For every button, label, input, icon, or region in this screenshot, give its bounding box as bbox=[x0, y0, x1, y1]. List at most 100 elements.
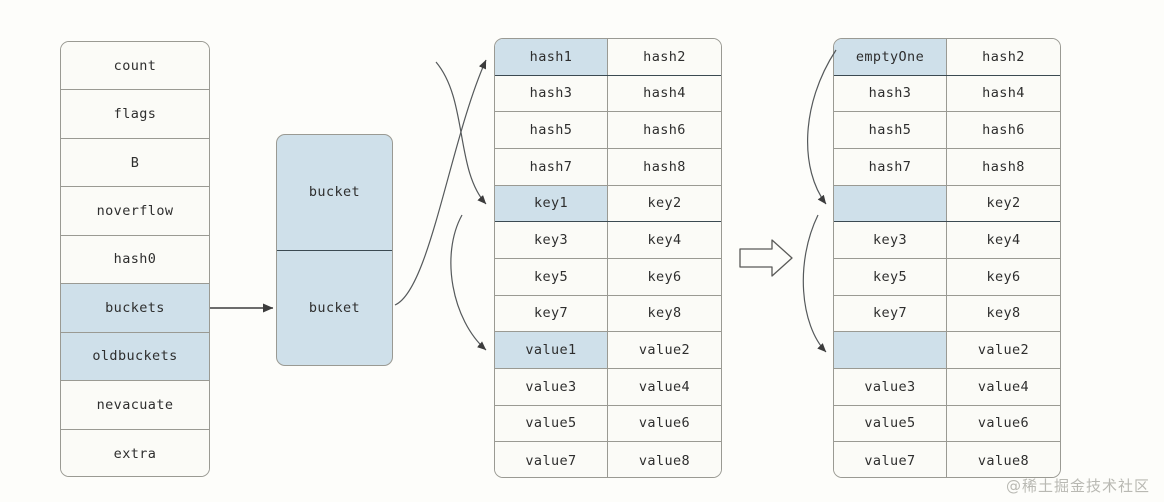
table-cell: key2 bbox=[608, 185, 721, 222]
hmap-row-buckets: buckets bbox=[61, 284, 209, 333]
arrow-empty-to-value-slot bbox=[802, 214, 827, 353]
table-row: value2 bbox=[834, 332, 1060, 369]
hmap-row-label: buckets bbox=[105, 299, 165, 316]
hmap-row-label: nevacuate bbox=[96, 396, 174, 413]
table-cell: value7 bbox=[834, 442, 947, 477]
table-cell: key2 bbox=[947, 185, 1060, 222]
table-cell: key5 bbox=[834, 258, 947, 295]
hmap-row-label: hash0 bbox=[113, 251, 157, 268]
bucket-array: bucket bucket bbox=[276, 134, 393, 366]
table-cell: hash5 bbox=[495, 112, 608, 148]
hmap-row-label: count bbox=[113, 57, 157, 74]
hmap-row-hash0: hash0 bbox=[61, 235, 209, 285]
hmap-row-label: B bbox=[130, 154, 140, 171]
hmap-struct: count flags B noverflow hash0 buckets ol… bbox=[60, 41, 210, 477]
table-cell: hash1 bbox=[495, 39, 608, 75]
hmap-row-extra: extra bbox=[61, 429, 209, 476]
table-cell bbox=[834, 185, 947, 222]
table-cell: value1 bbox=[495, 332, 608, 368]
table-cell: key5 bbox=[495, 258, 608, 295]
table-cell: hash3 bbox=[495, 75, 608, 112]
table-cell bbox=[834, 332, 947, 368]
hmap-row-nevacuate: nevacuate bbox=[61, 381, 209, 430]
transition-block-arrow bbox=[739, 239, 793, 277]
table-cell: hash6 bbox=[608, 112, 721, 148]
table-row: key2 bbox=[834, 185, 1060, 223]
table-cell: key4 bbox=[947, 222, 1060, 258]
table-cell: hash5 bbox=[834, 112, 947, 148]
table-cell: key6 bbox=[947, 258, 1060, 295]
table-cell: key1 bbox=[495, 185, 608, 222]
table-cell: hash6 bbox=[947, 112, 1060, 148]
table-cell: hash2 bbox=[608, 39, 721, 75]
arrow-array-to-hash1 bbox=[394, 59, 487, 306]
table-cell: hash8 bbox=[608, 148, 721, 185]
table-cell: key3 bbox=[834, 222, 947, 258]
table-cell: key4 bbox=[608, 222, 721, 258]
bucket-array-row-0: bucket bbox=[277, 135, 392, 251]
arrow-array-to-value1 bbox=[450, 214, 487, 351]
table-cell: value5 bbox=[495, 405, 608, 442]
table-cell: value3 bbox=[834, 368, 947, 405]
bucket-array-row-1: bucket bbox=[277, 251, 392, 366]
table-cell: value2 bbox=[947, 332, 1060, 368]
hmap-row-count: count bbox=[61, 42, 209, 91]
table-cell: value5 bbox=[834, 405, 947, 442]
hmap-row-label: oldbuckets bbox=[92, 348, 178, 365]
hmap-row-b: B bbox=[61, 138, 209, 188]
watermark: @稀土掘金技术社区 bbox=[1005, 477, 1150, 495]
table-cell: value4 bbox=[947, 368, 1060, 405]
table-cell: value4 bbox=[608, 368, 721, 405]
table-cell: key3 bbox=[495, 222, 608, 258]
table-cell: hash3 bbox=[834, 75, 947, 112]
table-cell: value6 bbox=[608, 405, 721, 442]
arrow-empty-to-key-slot bbox=[807, 49, 837, 205]
table-cell: hash2 bbox=[947, 39, 1060, 75]
hmap-row-label: extra bbox=[113, 445, 157, 462]
hmap-row-oldbuckets: oldbuckets bbox=[61, 332, 209, 382]
table-cell: key8 bbox=[608, 295, 721, 332]
table-cell: hash8 bbox=[947, 148, 1060, 185]
table-cell: value6 bbox=[947, 405, 1060, 442]
table-cell: hash4 bbox=[947, 75, 1060, 112]
table-cell: value7 bbox=[495, 442, 608, 477]
hmap-row-noverflow: noverflow bbox=[61, 187, 209, 236]
table-cell: hash4 bbox=[608, 75, 721, 112]
table-cell: hash7 bbox=[834, 148, 947, 185]
bucket-label: bucket bbox=[308, 184, 361, 201]
hmap-row-label: noverflow bbox=[96, 203, 174, 220]
table-cell: value2 bbox=[608, 332, 721, 368]
table-cell: value8 bbox=[608, 442, 721, 477]
arrow-array-to-key1 bbox=[435, 61, 487, 205]
hmap-row-label: flags bbox=[113, 106, 157, 123]
table-cell: emptyOne bbox=[834, 39, 947, 75]
table-cell: key6 bbox=[608, 258, 721, 295]
table-cell: key8 bbox=[947, 295, 1060, 332]
table-cell: key7 bbox=[495, 295, 608, 332]
table-cell: key7 bbox=[834, 295, 947, 332]
